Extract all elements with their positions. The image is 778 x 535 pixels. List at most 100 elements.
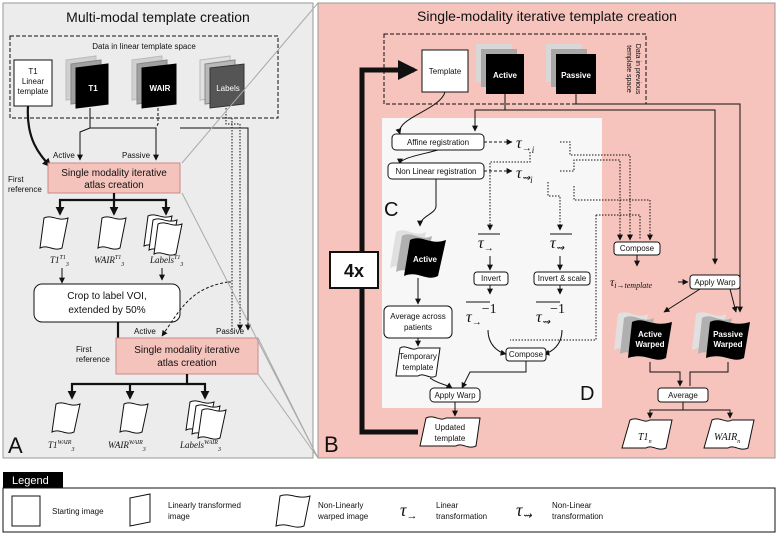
- template-label: Template: [429, 67, 462, 76]
- labels-r1-shape: [153, 222, 183, 256]
- panel-a-title: Multi-modal template creation: [66, 9, 250, 25]
- legend-nonlinear-image-line1: Non-Linearly: [318, 501, 363, 510]
- atlas-creation-2: [115, 337, 259, 375]
- zoom-connector: [181, 2, 319, 459]
- t1-r2-shape: [51, 402, 81, 434]
- legend-nonlinear-image-icon: [275, 494, 311, 528]
- apply-warp-b-box: [689, 274, 741, 290]
- updated-template-line2: template: [435, 434, 466, 443]
- wair-r1-shape: [97, 216, 127, 250]
- passive-b-label: Passive: [561, 71, 591, 80]
- apply-warp-b-label: Apply Warp: [694, 278, 736, 287]
- legend: Legend Starting image Linearly transform…: [2, 472, 776, 533]
- out-r1-wair: WAIRT13: [94, 255, 124, 268]
- t1-linear-template-box: [13, 59, 53, 107]
- first-reference-2b: reference: [76, 355, 110, 364]
- temporary-template-line2: template: [403, 363, 434, 372]
- avg-patients-line2: patients: [404, 323, 432, 332]
- stack-wair: WAIR: [131, 55, 177, 109]
- first-reference-1b: reference: [8, 185, 42, 194]
- first-reference-2a: First: [76, 345, 92, 354]
- active-label-2: Active: [134, 327, 156, 336]
- avg-patients-line1: Average across: [390, 312, 445, 321]
- legend-linear-transform-line2: transformation: [436, 512, 487, 521]
- active-warped-line1: Active: [638, 330, 663, 339]
- legend-nonlinear-transform-line2: transformation: [552, 512, 603, 521]
- stack-passive-b: Passive: [546, 44, 596, 94]
- atlas-creation-2-line1: Single modality iterative: [134, 345, 240, 356]
- invert-label: Invert: [481, 274, 502, 283]
- prev-space-line2: template space: [625, 45, 632, 93]
- active-d-label: Active: [413, 255, 438, 264]
- prev-space-line1: Data in previous: [634, 44, 641, 95]
- stack-active-b: Active: [476, 44, 524, 94]
- t1-linear-template-line2: Linear: [22, 77, 45, 86]
- compose-d-label: Compose: [509, 350, 544, 359]
- panel-b-title: Single-modality iterative template creat…: [417, 8, 677, 24]
- active-warped-stack: Active Warped: [614, 312, 672, 360]
- legend-nonlinear-image-line2: warped image: [317, 512, 369, 521]
- out-r2-wair: WAIRWAIR3: [108, 440, 146, 453]
- affine-registration-label: Affine registration: [407, 138, 469, 147]
- panel-b-letter: B: [324, 432, 339, 457]
- stack-labels-label: Labels: [216, 84, 240, 93]
- legend-title-box: [3, 472, 63, 488]
- prev-space-box: [383, 33, 647, 105]
- out-wair-shape: [703, 418, 755, 450]
- invert-box: [473, 271, 509, 286]
- average-label: Average: [668, 391, 698, 400]
- out-r1-labels: LabelsT13: [149, 255, 183, 268]
- legend-linear-image-icon: [129, 493, 151, 527]
- crop-line1: Crop to label VOI,: [67, 291, 146, 302]
- stack-t1: T1: [65, 55, 109, 109]
- out-t1-shape: [621, 418, 673, 450]
- atlas-creation-1-line1: Single modality iterative: [61, 168, 167, 179]
- crop-box: [33, 283, 181, 323]
- stack-labels: Labels: [199, 55, 245, 109]
- active-warped-stack-d: Active: [390, 230, 446, 278]
- t1-linear-template-line3: template: [18, 87, 49, 96]
- panel-c-letter: C: [384, 199, 398, 221]
- active-b-label: Active: [493, 71, 518, 80]
- legend-linear-image-line2: image: [168, 512, 190, 521]
- stack-wair-label: WAIR: [150, 84, 171, 93]
- out-r1-t1: T1T13: [50, 255, 69, 268]
- active-warped-line2: Warped: [635, 340, 664, 349]
- template-box: [421, 49, 469, 93]
- data-linear-space-box: [9, 35, 279, 119]
- wair-r2-shape: [119, 402, 149, 434]
- passive-warped-line2: Warped: [713, 340, 742, 349]
- labels-r2-shape: [197, 408, 227, 440]
- stack-t1-label: T1: [88, 84, 98, 93]
- updated-template-box: [419, 416, 481, 448]
- active-label-1: Active: [53, 151, 75, 160]
- panel-b: Single-modality iterative template creat…: [317, 2, 776, 459]
- nonlinear-registration-label: Non Linear registration: [396, 167, 477, 176]
- legend-linear-image-line1: Linearly transformed: [168, 501, 241, 510]
- legend-linear-transform-line1: Linear: [436, 501, 459, 510]
- iterations-box: [329, 251, 379, 289]
- passive-warped-stack: Passive Warped: [692, 312, 750, 360]
- invert-scale-box: [533, 271, 591, 286]
- panel-d-letter: D: [580, 383, 594, 405]
- passive-label-1: Passive: [122, 151, 151, 160]
- apply-warp-d-label: Apply Warp: [434, 391, 476, 400]
- legend-box: [2, 487, 776, 533]
- temporary-template-box: [395, 346, 441, 378]
- passive-label-2: Passive: [216, 327, 245, 336]
- legend-starting-image-icon: [11, 495, 41, 527]
- panel-a-letter: A: [8, 433, 23, 458]
- out-t1-label: T1n: [638, 432, 652, 445]
- crop-line2: extended by 50%: [68, 305, 145, 316]
- t1-r1-shape: [39, 216, 69, 250]
- t1-linear-template-line1: T1: [28, 67, 38, 76]
- first-reference-1a: First: [8, 175, 24, 184]
- passive-warped-line1: Passive: [713, 330, 743, 339]
- data-linear-space-title: Data in linear template space: [92, 42, 196, 51]
- legend-starting-image: Starting image: [52, 507, 104, 516]
- atlas-creation-2-line2: atlas creation: [157, 358, 216, 369]
- invert-scale-label: Invert & scale: [538, 274, 587, 283]
- temporary-template-line1: Temporary: [399, 352, 437, 361]
- updated-template-line1: Updated: [435, 423, 465, 432]
